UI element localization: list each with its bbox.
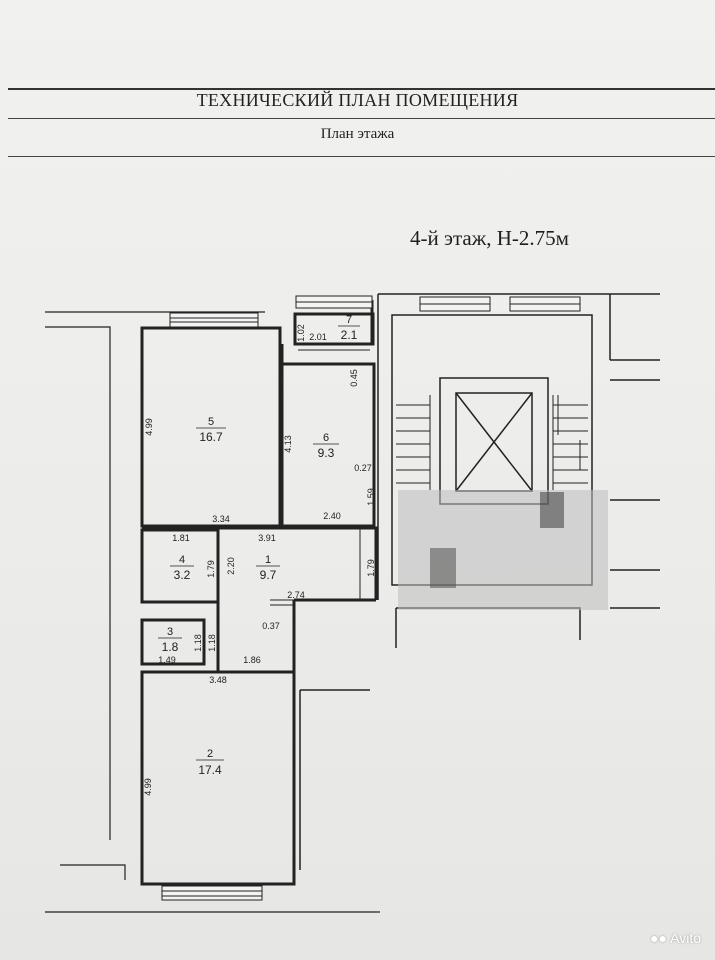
dim-3-34: 3.34 [212,514,230,524]
dim-1-79-a: 1.79 [206,560,216,578]
room-5-area: 16.7 [199,430,223,444]
dim-2-40: 2.40 [323,511,341,521]
dim-1-81: 1.81 [172,533,190,543]
room-6-area: 9.3 [318,446,335,460]
dim-2-74: 2.74 [287,590,305,600]
room-4-number: 4 [179,554,185,566]
room-4-area: 3.2 [174,568,191,582]
room-3-number: 3 [167,626,173,638]
dim-1-18-a: 1.18 [193,634,203,652]
room-5-number: 5 [208,416,214,428]
outer-wall-bottom-left [60,864,126,880]
floor-label: 4-й этаж, Н-2.75м [410,226,569,250]
dim-1-18-b: 1.18 [207,634,217,652]
document-title: ТЕХНИЧЕСКИЙ ПЛАН ПОМЕЩЕНИЯ [196,90,519,110]
stair-outer [377,293,610,600]
header-divider [8,118,715,119]
dim-2-01: 2.01 [309,332,327,342]
document-subtitle: План этажа [320,126,395,142]
room-7-area: 2.1 [341,328,358,342]
dim-1-02: 1.02 [296,324,306,342]
room-7-walls [293,312,375,346]
avito-logo-icon: ●● [650,930,667,946]
outer-wall-left-return [45,326,111,840]
dim-0-45: 0.45 [349,369,359,387]
room-6-walls [280,362,376,528]
corridor-wall [396,607,581,640]
dim-0-27: 0.27 [354,463,372,473]
dim-4-99-bottom: 4.99 [143,778,153,796]
room-1-number: 1 [265,554,271,566]
room-6-number: 6 [323,432,329,444]
room-3-walls [140,618,206,666]
room-2-number: 2 [207,748,213,760]
room-7-number: 7 [346,314,352,326]
dim-1-86: 1.86 [243,655,261,665]
room-2-area: 17.4 [198,763,222,777]
room-1-area: 9.7 [260,568,277,582]
dim-1-59: 1.59 [366,488,376,506]
privacy-blur-block [540,492,564,528]
dim-4-99-top: 4.99 [144,418,154,436]
window-room-5 [169,312,259,328]
dim-1-49: 1.49 [158,655,176,665]
room-2-walls [140,670,296,886]
privacy-blur-block [430,548,456,588]
watermark: ●● Avito [650,930,701,946]
room-5-walls [140,326,282,528]
room-3-area: 1.8 [162,640,179,654]
dim-3-91: 3.91 [258,533,276,543]
dim-3-48: 3.48 [209,675,227,685]
dim-4-13: 4.13 [283,435,293,453]
window-room-2 [161,885,263,901]
dim-0-37: 0.37 [262,621,280,631]
hall-walls [142,526,378,600]
header-frame [8,88,715,157]
dim-1-79-b: 1.79 [366,559,376,577]
dim-2-20: 2.20 [226,557,236,575]
